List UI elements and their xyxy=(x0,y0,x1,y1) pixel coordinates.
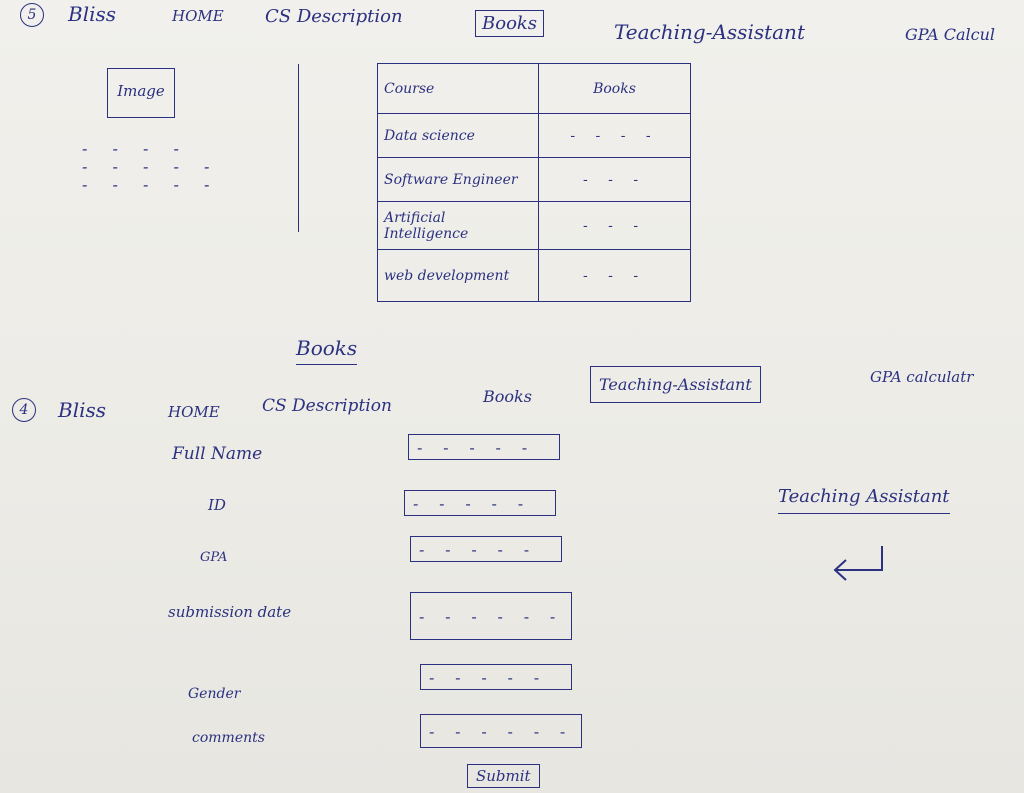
id-input[interactable]: - - - - - - xyxy=(404,490,556,516)
label-gpa: GPA xyxy=(200,550,228,565)
column-divider xyxy=(298,64,299,232)
table-header-books: Books xyxy=(538,63,691,114)
table-cell-books: - - - xyxy=(538,201,691,250)
left-text-lines: - - - - - - - - - - - - - - xyxy=(82,140,219,194)
nav-home[interactable]: HOME xyxy=(172,7,224,25)
table-cell-books: - - - xyxy=(538,157,691,202)
return-arrow-icon xyxy=(830,542,890,590)
books-table: Course Books Data science - - - - Softwa… xyxy=(377,63,691,302)
gpa-input[interactable]: - - - - - - xyxy=(410,536,562,562)
table-cell-books: - - - xyxy=(538,249,691,302)
table-cell-course: Data science xyxy=(377,113,539,158)
submit-button[interactable]: Submit xyxy=(467,764,540,788)
table-header-course: Course xyxy=(377,63,539,114)
nav-brand[interactable]: Bliss xyxy=(68,2,117,26)
nav-brand[interactable]: Bliss xyxy=(58,398,107,422)
table-cell-course: Software Engineer xyxy=(377,157,539,202)
table-row: web development - - - xyxy=(377,249,691,302)
table-cell-books: - - - - xyxy=(538,113,691,158)
nav-cs-description[interactable]: CS Description xyxy=(265,6,403,27)
text-line: - - - - xyxy=(82,139,189,158)
table-cell-course: Artificial Intelligence xyxy=(377,201,539,250)
text-line: - - - - - xyxy=(82,157,220,176)
label-submission-date: submission date xyxy=(168,603,292,621)
nav-home[interactable]: HOME xyxy=(168,403,220,421)
comments-input[interactable]: - - - - - - xyxy=(420,714,582,748)
nav-cs-description[interactable]: CS Description xyxy=(262,396,392,416)
table-row: Artificial Intelligence - - - xyxy=(377,201,691,250)
nav-books-active[interactable]: Books xyxy=(475,10,545,37)
nav-gpa-calculator[interactable]: GPA calculatr xyxy=(870,368,974,386)
image-placeholder: Image xyxy=(107,68,175,118)
nav-teaching-assistant[interactable]: Teaching-Assistant xyxy=(614,20,805,44)
side-title: Teaching Assistant xyxy=(778,486,950,514)
table-cell-course: web development xyxy=(377,249,539,302)
table-row: Software Engineer - - - xyxy=(377,157,691,202)
label-gender: Gender xyxy=(188,686,241,702)
nav-gpa-calculator[interactable]: GPA Calcul xyxy=(905,25,995,44)
table-row: Data science - - - - xyxy=(377,113,691,158)
page-caption: Books xyxy=(296,336,358,365)
text-line: - - - - - xyxy=(82,175,220,194)
sketch-number-badge: 5 xyxy=(20,3,44,27)
sketch-number-badge: 4 xyxy=(12,398,36,422)
label-full-name: Full Name xyxy=(172,444,263,464)
nav-teaching-assistant-active[interactable]: Teaching-Assistant xyxy=(590,366,761,403)
full-name-input[interactable]: - - - - - - xyxy=(408,434,560,460)
nav-books[interactable]: Books xyxy=(483,387,532,406)
label-comments: comments xyxy=(192,730,265,746)
label-id: ID xyxy=(208,496,226,514)
gender-input[interactable]: - - - - - - xyxy=(420,664,572,690)
submission-date-input[interactable]: - - - - - - xyxy=(410,592,572,640)
